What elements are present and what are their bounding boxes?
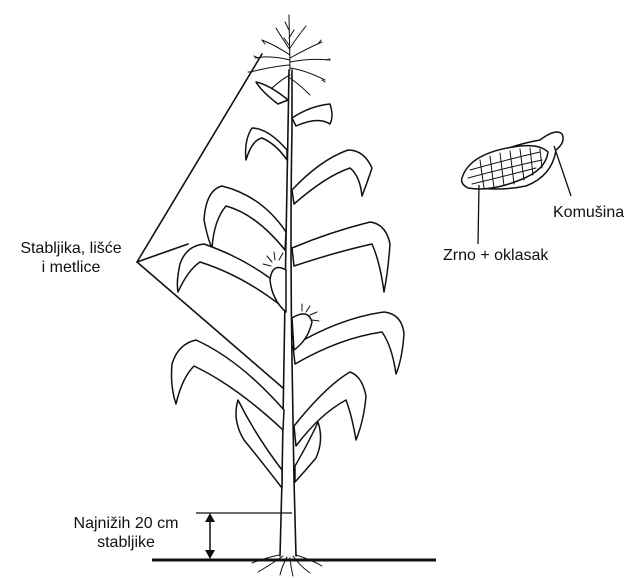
label-husk: Komušina	[553, 203, 624, 222]
label-lowest-line-2: stabljike	[57, 533, 195, 552]
label-grain-cob: Zrno + oklasak	[443, 246, 548, 265]
label-lowest-line-1: Najnižih 20 cm	[57, 514, 195, 533]
label-stalk-line-1: Stabljika, lišće	[6, 239, 136, 258]
label-stalk-leaves-tassels: Stabljika, lišće i metlice	[6, 239, 136, 277]
lowest-20cm-marker	[196, 513, 292, 559]
label-lowest-stalk: Najnižih 20 cm stabljike	[57, 514, 195, 552]
corn-ear-with-husk	[462, 132, 571, 244]
roots	[252, 555, 322, 576]
label-stalk-line-2: i metlice	[6, 258, 136, 277]
